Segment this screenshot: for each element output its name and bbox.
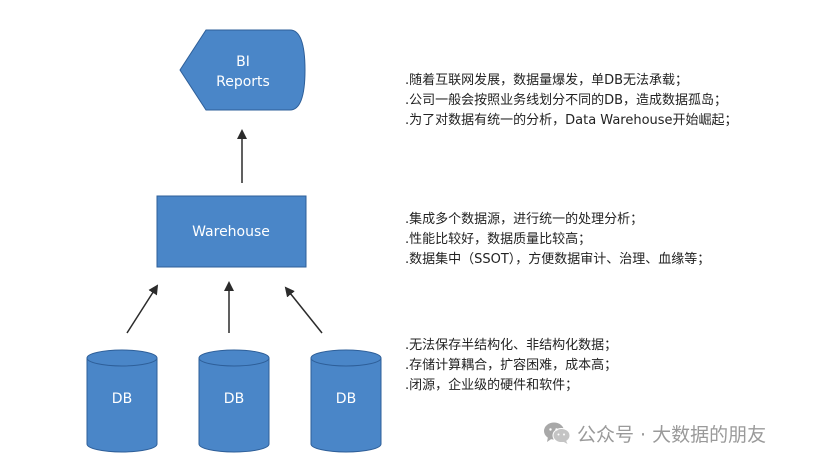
db-label-2: DB: [224, 391, 244, 407]
db-node-1: DB: [86, 349, 158, 453]
reports-note-3: .为了对数据有统一的分析，Data Warehouse开始崛起；: [405, 113, 738, 128]
db-node-2: DB: [198, 349, 270, 453]
arrow-db3-to-warehouse: [284, 286, 323, 334]
db-note-1: .无法保存半结构化、非结构化数据；: [405, 338, 618, 353]
db-cylinder-1: [86, 358, 158, 453]
watermark-text: 公众号 · 大数据的朋友: [577, 423, 767, 446]
db-label-1: DB: [112, 391, 132, 407]
reports-note-1: .随着互联网发展，数据量爆发，单DB无法承载；: [405, 73, 689, 88]
watermark: 公众号 · 大数据的朋友: [543, 418, 766, 448]
db-cylinder-3: [310, 358, 382, 453]
db-notes: .无法保存半结构化、非结构化数据； .存储计算耦合，扩容困难，成本高； .闭源，…: [405, 336, 617, 396]
bi-reports-label-line1: BI: [236, 54, 250, 70]
warehouse-box: [156, 195, 307, 268]
db-node-3: DB: [310, 349, 382, 453]
arrow-db1-to-warehouse: [126, 284, 159, 334]
wechat-icon: [544, 422, 571, 444]
reports-notes: .随着互联网发展，数据量爆发，单DB无法承载； .公司一般会按照业务线划分不同的…: [405, 71, 738, 131]
db-cylinder-top-1: [86, 349, 158, 367]
warehouse-node: Warehouse: [156, 195, 307, 268]
bi-reports-label-line2: Reports: [216, 74, 270, 90]
warehouse-label: Warehouse: [192, 224, 270, 240]
warehouse-notes: .集成多个数据源，进行统一的处理分析； .性能比较好，数据质量比较高； .数据集…: [405, 210, 710, 270]
warehouse-note-2: .性能比较好，数据质量比较高；: [405, 232, 592, 247]
bi-reports-node: BI Reports: [179, 29, 306, 111]
bi-reports-shape: [179, 29, 306, 111]
db-note-3: .闭源，企业级的硬件和软件；: [405, 378, 579, 393]
db-cylinder-2: [198, 358, 270, 453]
reports-note-2: .公司一般会按照业务线划分不同的DB，造成数据孤岛；: [405, 93, 728, 108]
db-note-2: .存储计算耦合，扩容困难，成本高；: [405, 358, 618, 373]
warehouse-note-3: .数据集中（SSOT），方便数据审计、治理、血缘等；: [405, 252, 711, 267]
warehouse-note-1: .集成多个数据源，进行统一的处理分析；: [405, 212, 644, 227]
db-cylinder-top-3: [310, 349, 382, 367]
db-label-3: DB: [336, 391, 356, 407]
db-cylinder-top-2: [198, 349, 270, 367]
